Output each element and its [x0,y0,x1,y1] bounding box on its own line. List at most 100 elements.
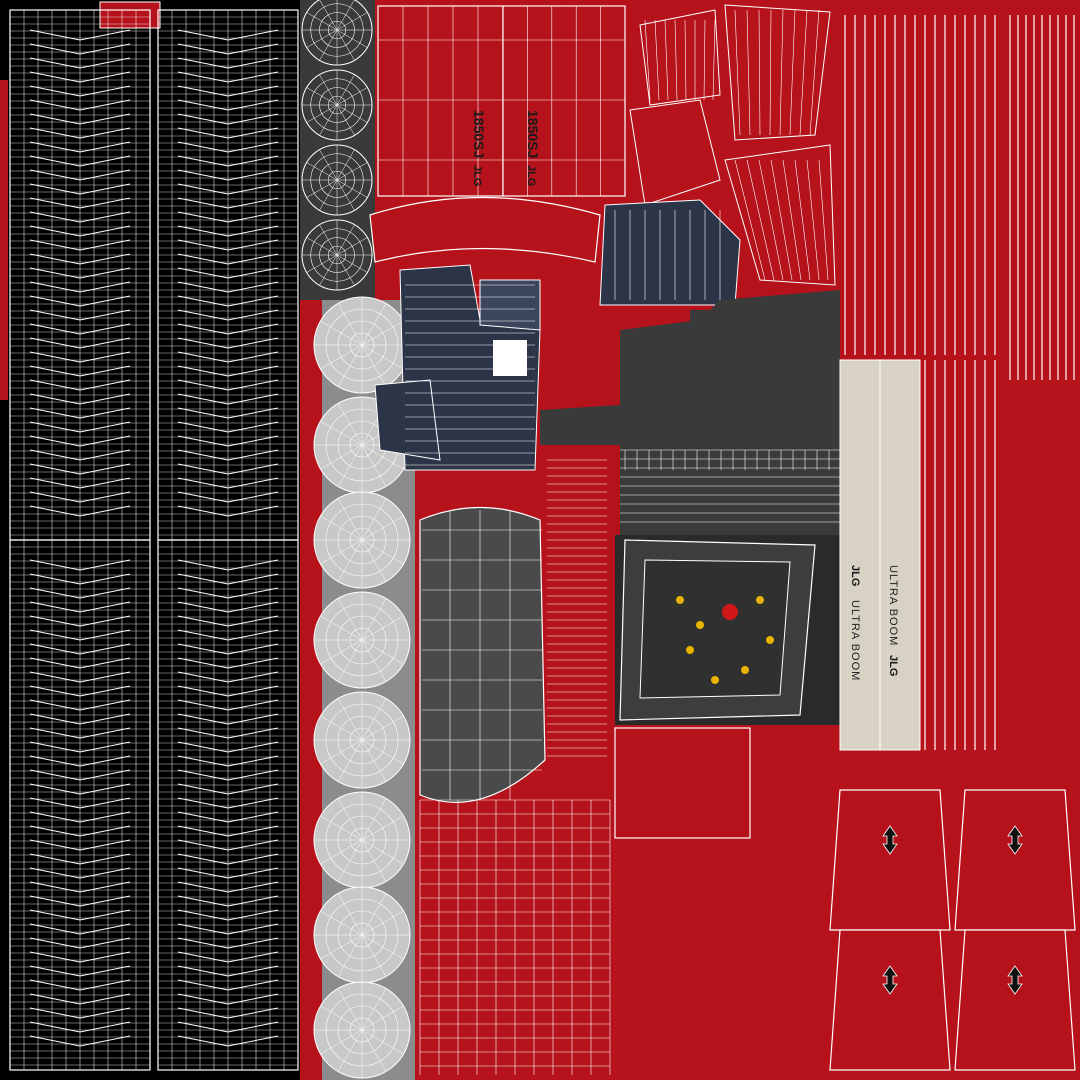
tire-tread-chevron [29,463,131,475]
up-down-arrow-icon [882,965,898,995]
tire-tread-chevron [177,379,279,391]
console-button [676,596,684,604]
tire-tread-chevron [177,393,279,405]
hub-spoke [337,893,363,936]
hub-spoke [320,515,363,541]
tire-tread-chevron [29,727,131,739]
tire-tread-chevron [29,225,131,237]
cowl-seam [794,159,811,281]
outrigger-panel [829,789,951,931]
cowl-seam [770,159,793,281]
tire-tread-chevron [29,601,131,613]
tire-tread-chevron [177,141,279,153]
cabinet-panel [614,727,751,839]
tire-tread-chevron [29,505,131,517]
hub-spoke [320,639,363,665]
hub-spoke [361,910,404,936]
tire-tread-chevron [177,85,279,97]
hub-spoke [361,798,387,841]
tire-tread-chevron [177,629,279,641]
tire-tread-chevron [29,127,131,139]
tire-tread-chevron [29,197,131,209]
tire-tread-chevron [177,337,279,349]
cowl-seam [734,159,766,281]
tire-tread-chevron [29,183,131,195]
outrigger-panel [954,929,1076,1071]
hub-spoke [306,254,338,273]
tire-tread-chevron [177,755,279,767]
hub-spoke [320,444,363,470]
chassis-dark-parts [374,199,741,471]
cowl-seam [758,9,761,136]
tire-tread-chevron [177,1021,279,1033]
tire-tread-chevron [177,253,279,265]
up-down-arrow-icon [882,825,898,855]
hub-spoke [361,739,404,765]
tire-tread-chevron [177,225,279,237]
tire-tread-chevron [29,811,131,823]
tire-tread-chevron [29,393,131,405]
hub-column-red-edge [300,300,322,1080]
cowl-seam [644,19,651,101]
hub-spoke [361,1029,387,1072]
hub-spoke [336,179,355,211]
boom-brand-left: JLG [849,565,861,586]
tire-tread-chevron [177,713,279,725]
tire-tread-chevron [177,951,279,963]
tire-tread-chevron [29,825,131,837]
hub-spoke [336,237,368,256]
hub-spoke [319,179,338,211]
tire-tread-chevron [29,1007,131,1019]
tire-tread-chevron [177,937,279,949]
hub-spoke [361,639,404,665]
hub-spoke [361,934,387,977]
hub-spoke [361,320,404,346]
tire-tread-chevron [177,99,279,111]
tire-tread-chevron [29,559,131,571]
hub-spoke [336,104,355,136]
hub-spoke [336,104,368,123]
cowl-seam [818,159,829,281]
cowl-seam [734,9,741,136]
tire-tread-bottom-left [9,539,151,1071]
boom-product-name-left: ULTRA BOOM [849,600,861,681]
hub-spoke [361,444,387,487]
tire-tread-chevron [177,1007,279,1019]
hub-spoke [306,29,338,48]
hub-spoke [361,839,404,865]
tire-tread-chevron [177,1035,279,1047]
tire-tread-chevron [177,169,279,181]
tire-tread-chevron [177,881,279,893]
hub-spoke [319,254,338,286]
tire-tread-chevron [29,699,131,711]
hub-spoke [320,420,363,446]
hub-spoke [336,162,368,181]
tire-tread-chevron [177,587,279,599]
tire-tread-chevron [177,769,279,781]
tire-tread-chevron [29,783,131,795]
hub-spoke [361,839,387,882]
tire-tread-chevron [29,979,131,991]
tire-tread-chevron [177,113,279,125]
tire-tread-chevron [177,281,279,293]
control-console [615,535,840,725]
tire-tread-bottom-right [157,539,299,1071]
hub-spoke [336,29,355,61]
tire-tread-chevron [29,169,131,181]
hub-spoke [361,539,387,582]
console-button [741,666,749,674]
tire-tread-chevron [177,559,279,571]
model-decal-left: 1850SJ [471,110,487,158]
hub-spoke [336,74,355,106]
hub-spoke [337,1029,363,1072]
hub-spoke [306,162,338,181]
hub-spoke [361,344,387,387]
tire-tread-chevron [29,491,131,503]
boom-decal-panel [839,359,921,751]
tire-tread-chevron [29,71,131,83]
boom-long-strips [844,15,1075,750]
hub-spoke [320,344,363,370]
tire-tread-chevron [177,183,279,195]
tire-tread-chevron [29,741,131,753]
boom-product-name-right: ULTRA BOOM [887,565,899,646]
